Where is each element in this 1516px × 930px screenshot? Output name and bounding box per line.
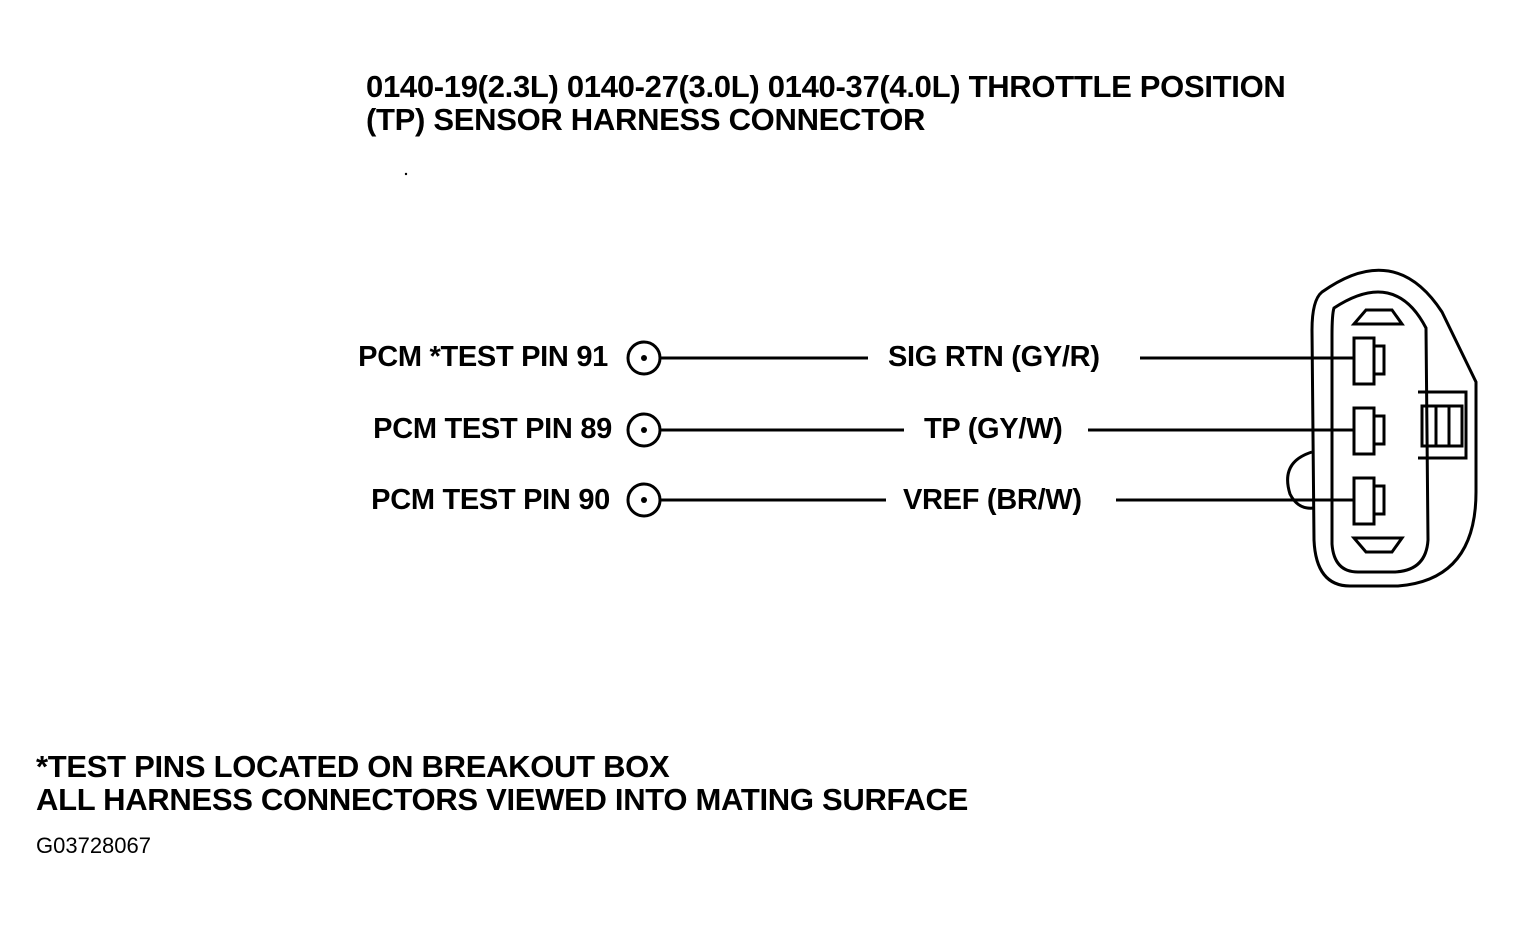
title-line-2: (TP) SENSOR HARNESS CONNECTOR [366, 102, 926, 137]
test-pin-90-icon [626, 482, 662, 518]
notes: *TEST PINS LOCATED ON BREAKOUT BOX ALL H… [36, 750, 968, 816]
wire-label-sig-rtn: SIG RTN (GY/R) [888, 341, 1100, 373]
wire-label-tp: TP (GY/W) [924, 413, 1063, 445]
pin-label-91: PCM *TEST PIN 91 [358, 341, 608, 373]
wire-label-vref: VREF (BR/W) [903, 484, 1082, 516]
connector-housing-icon [1286, 268, 1478, 588]
note-line-1: *TEST PINS LOCATED ON BREAKOUT BOX [36, 749, 670, 784]
diagram-title: 0140-19(2.3L) 0140-27(3.0L) 0140-37(4.0L… [366, 70, 1286, 136]
stray-dot [404, 172, 408, 176]
terminal-1-icon [1352, 336, 1386, 386]
pin-label-89: PCM TEST PIN 89 [373, 413, 612, 445]
title-line-1: 0140-19(2.3L) 0140-27(3.0L) 0140-37(4.0L… [366, 69, 1286, 104]
terminal-3-icon [1352, 476, 1386, 526]
pin-label-90: PCM TEST PIN 90 [371, 484, 610, 516]
test-pin-89-icon [626, 412, 662, 448]
note-line-2: ALL HARNESS CONNECTORS VIEWED INTO MATIN… [36, 782, 969, 817]
terminal-2-icon [1352, 406, 1386, 456]
figure-id: G03728067 [36, 833, 151, 858]
test-pin-91-icon [626, 340, 662, 376]
